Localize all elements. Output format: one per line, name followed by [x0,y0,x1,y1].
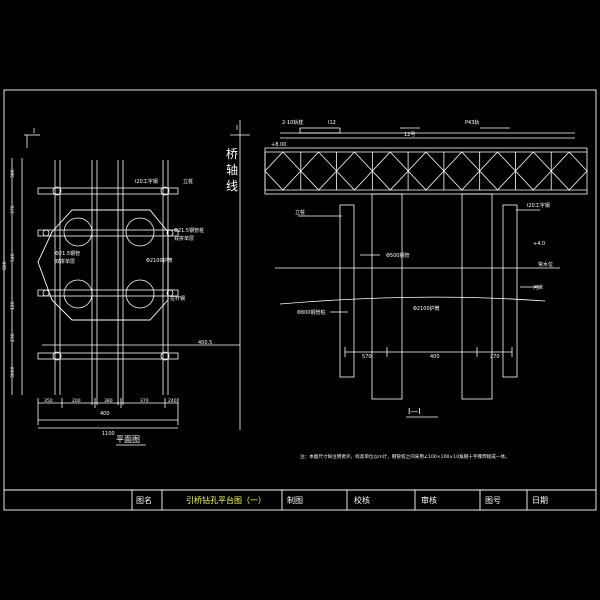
casing-circle [125,217,155,247]
title-review-label: 审核 [421,495,437,505]
plan-section-mark-top: I [33,127,35,135]
truss-diamond [264,151,302,191]
section-title: I—I [408,407,421,416]
truss-diamond [479,151,516,191]
plan-dim-vertical: 600 [2,261,8,270]
truss-box [264,147,588,195]
plan-dim-horizontal: 200 [72,398,81,404]
plan-label-pipe-right: Φ21.5钢管桩 双拼单层 [174,227,206,242]
title-date-label: 日期 [532,496,548,505]
drawing-note: 注：本图尺寸除注明者外，标高单位以m计，钢管桩之间采用∠100×100×10角钢… [300,453,510,460]
bridge-axis: I 桥 轴 线 [226,120,250,430]
plan-label-pile: 立桩 [183,178,193,185]
plan-view: I [11,127,240,429]
casing-circle [63,279,93,309]
plan-dim-offset: 400.5 [198,340,212,346]
section-dim-2: 400 [430,354,440,360]
section-label-elev-water: +4.0 [533,241,545,247]
section-label-i12: I12 [328,120,336,126]
section-label-mud: 河床 [533,284,543,291]
axis-char-3: 线 [226,179,238,193]
section-label-pile-bottom: Φ800钢管桩 [297,309,325,316]
plan-label-rod: 拉杆钢 [170,295,185,302]
section-label-pile: 立桩 [295,209,305,216]
title-check-label: 校核 [354,495,370,505]
title-name: 引桥钻孔平台图（一） [186,495,266,505]
section-label-casing: Φ2100护筒 [413,305,440,312]
section-label-beam: 12号 [404,132,415,138]
truss-diamond [371,151,409,191]
plan-label-casing: Φ2100护筒 [146,257,173,264]
plan-dim-total: 1100 [102,431,115,437]
plan-title: 平面图 [116,435,140,444]
axis-char-2: 轴 [226,162,238,177]
plan-dim-horizontal: 350 [44,398,53,404]
truss-diamond [514,151,552,191]
steel-pile [461,193,493,400]
plan-label-i20: I20工字钢 [135,178,158,185]
plan-dim-horizontal: 240 [168,398,177,404]
plan-dim-vertical: 120 [10,301,16,310]
section-label-water: 常水位 [538,261,553,268]
axis-char-1: 桥 [226,147,238,161]
title-name-label: 图名 [136,495,152,505]
steel-pile [371,193,403,400]
plan-dim-vertical: 3000 [10,366,16,378]
truss-diamond [407,151,445,191]
plan-label-pipe-left-2: 双拼单层 [55,258,75,265]
plan-platform-outline [37,209,169,321]
truss-diamond [443,151,481,191]
plan-dim-vertical: 540 [10,253,16,262]
section-dim-1: 570 [362,354,372,360]
section-label-i20: I20工字钢 [527,202,550,209]
drawing-border [3,89,597,511]
plan-dim-vertical: 230 [10,333,16,342]
section-label-rail: 2-10轨枕 [282,119,303,126]
mudline-curve [279,296,546,305]
section-label-p43: P43轨 [465,119,479,126]
plan-label-pipe-left-1: Φ21.5钢管 [55,250,80,257]
plan-label-pipe-right-2: 双拼单层 [174,235,194,242]
section-label-elev-top: +8.00 [271,142,286,148]
truss-diamond [336,151,373,191]
truss-diamond [550,151,588,191]
section-label-pipe: Φ500钢管 [386,252,409,259]
steel-pile [339,204,355,378]
truss-diamond [300,151,338,191]
title-block [131,490,528,510]
casing-circle [125,279,155,309]
title-num-label: 图号 [485,496,501,505]
axis-section-mark: I [236,124,238,132]
plan-label-pipe-left: Φ21.5钢管 双拼单层 [55,250,82,265]
plan-label-pipe-right-1: Φ21.5钢管桩 [174,227,204,234]
title-drawn-label: 制图 [287,495,303,505]
steel-pile [502,204,518,378]
section-dim-3: 270 [490,354,500,360]
plan-dim-horizontal: 380 [104,398,113,404]
plan-dim-center: 400 [100,411,110,417]
plan-dim-vertical: 380 [10,169,16,178]
casing-circle [63,217,93,247]
plan-dim-vertical: 370 [10,205,16,214]
plan-dim-horizontal: 370 [140,398,149,404]
section-view [264,127,588,400]
